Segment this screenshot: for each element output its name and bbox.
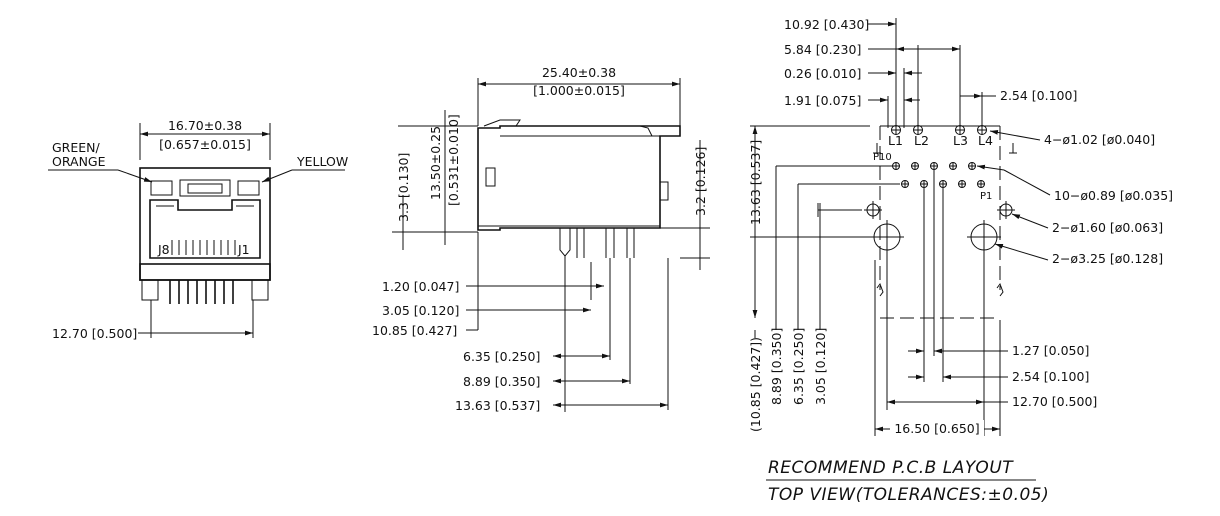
front-pitch-span: 12.70 [0.500] (52, 326, 137, 341)
pcb-bottom-dim-4: 16.50 [0.650] (894, 421, 979, 436)
side-dim-2: 3.05 [0.120] (382, 303, 459, 318)
pcb-vdim-3: 6.35 [0.250] (791, 328, 806, 405)
led-right-window (237, 180, 260, 196)
pcb-bottom-dim-3: 12.70 [0.500] (1012, 394, 1097, 409)
pin-p1-label: P1 (980, 191, 992, 202)
side-view: 25.40±0.38 [1.000±0.015] 13.50±0.25 [0.5… (372, 65, 710, 413)
side-height-mm: 13.50±0.25 (428, 126, 443, 200)
led-pin-l1: L1 (888, 133, 903, 148)
front-view: 16.70±0.38 [0.657±0.015] GREEN/ ORANGE Y… (48, 118, 348, 341)
side-dim-4: 6.35 [0.250] (463, 349, 540, 364)
side-left-height: 3.3 [0.130] (396, 153, 411, 222)
pcb-left-height: 13.63 [0.537] (748, 140, 763, 225)
rj45-port-opening (149, 199, 261, 259)
front-width-in: [0.657±0.015] (159, 137, 251, 152)
pcb-top-dim-4: 1.91 [0.075] (784, 93, 861, 108)
pin-j8-label: J8 (157, 242, 170, 257)
pcb-top-dim-5: 2.54 [0.100] (1000, 88, 1077, 103)
side-length-in: [1.000±0.015] (533, 83, 625, 98)
pcb-top-dim-1: 10.92 [0.430] (784, 17, 869, 32)
caption-title: RECOMMEND P.C.B LAYOUT (768, 458, 1014, 478)
led-left-label-1: GREEN/ (52, 140, 101, 155)
rj45-contacts (171, 240, 236, 255)
side-length-mm: 25.40±0.38 (542, 65, 616, 80)
side-right-height: 3.2 [0.126] (693, 147, 708, 216)
led-pin-l2: L2 (914, 133, 929, 148)
front-width-mm: 16.70±0.38 (168, 118, 242, 133)
pcb-layout-view: 10.92 [0.430] 5.84 [0.230] 0.26 [0.010] … (748, 17, 1173, 505)
pcb-vdim-4: 3.05 [0.120] (813, 328, 828, 405)
callout-small-mount: 2−ø1.60 [ø0.063] (1052, 220, 1163, 235)
led-holes (891, 125, 987, 135)
pcb-vdim-1: (10.85 [0.427]) (748, 337, 763, 432)
pcb-top-dim-3: 0.26 [0.010] (784, 66, 861, 81)
pcb-vdim-2: 8.89 [0.350] (769, 328, 784, 405)
pin-p10-label: P10 (873, 152, 892, 163)
signal-holes (892, 162, 985, 188)
caption-subtitle: TOP VIEW(TOLERANCES:±0.05) (768, 485, 1049, 505)
pcb-bottom-dim-2: 2.54 [0.100] (1012, 369, 1089, 384)
led-pin-l4: L4 (978, 133, 993, 148)
side-dim-3: 10.85 [0.427] (372, 323, 457, 338)
front-pins (169, 280, 234, 304)
pcb-top-dim-2: 5.84 [0.230] (784, 42, 861, 57)
callout-led-holes: 4−ø1.02 [ø0.040] (1044, 132, 1155, 147)
pin-j1-label: J1 (237, 242, 250, 257)
side-height-in: [0.531±0.010] (446, 114, 461, 206)
led-right-label: YELLOW (296, 154, 348, 169)
pcb-bottom-dim-1: 1.27 [0.050] (1012, 343, 1089, 358)
callout-signal-holes: 10−ø0.89 [ø0.035] (1054, 188, 1173, 203)
side-dim-5: 8.89 [0.350] (463, 374, 540, 389)
side-housing (477, 125, 681, 231)
led-left-label-2: ORANGE (52, 154, 106, 169)
led-pin-l3: L3 (953, 133, 968, 148)
side-dim-1: 1.20 [0.047] (382, 279, 459, 294)
side-latch-window (485, 167, 496, 187)
side-dim-6: 13.63 [0.537] (455, 398, 540, 413)
callout-large-mount: 2−ø3.25 [ø0.128] (1052, 251, 1163, 266)
led-left-window (150, 180, 173, 196)
